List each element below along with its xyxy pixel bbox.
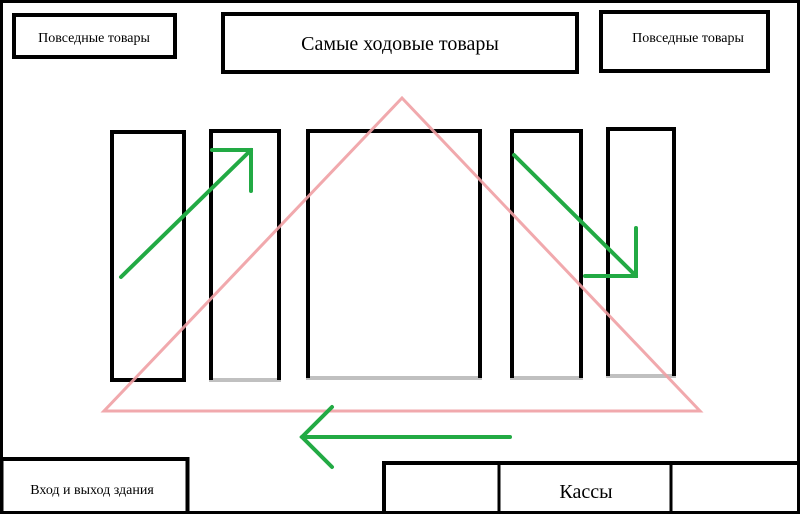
everyday-goods-right-label: Повседные товары — [632, 31, 744, 46]
bestsellers-label: Самые ходовые товары — [301, 33, 499, 55]
everyday-goods-left-box: Повседные товары — [12, 13, 177, 59]
shelf-4 — [510, 129, 583, 380]
customer-flow-triangle — [100, 95, 704, 413]
shelf-4-black-edges — [510, 129, 583, 378]
checkouts-label: Кассы — [559, 481, 612, 503]
shelf-1 — [110, 130, 186, 382]
entrance-label: Вход и выход здания — [30, 483, 154, 498]
shelf-2 — [209, 129, 281, 382]
entrance-box: Вход и выход здания — [0, 457, 190, 514]
everyday-goods-right-box: Повседные товары — [599, 10, 770, 73]
shelf-center-black-edges — [306, 129, 482, 378]
checkouts-block: Кассы — [382, 461, 800, 514]
bestsellers-box: Самые ходовые товары — [221, 12, 579, 74]
arrow-down-right — [512, 153, 638, 278]
everyday-goods-left-label: Повседные товары — [38, 31, 150, 46]
shelf-2-black-edges — [209, 129, 281, 380]
arrow-left — [299, 405, 512, 469]
shelf-5-black-edges — [606, 127, 676, 376]
shelf-5 — [606, 127, 676, 378]
arrow-up-right — [119, 148, 253, 279]
